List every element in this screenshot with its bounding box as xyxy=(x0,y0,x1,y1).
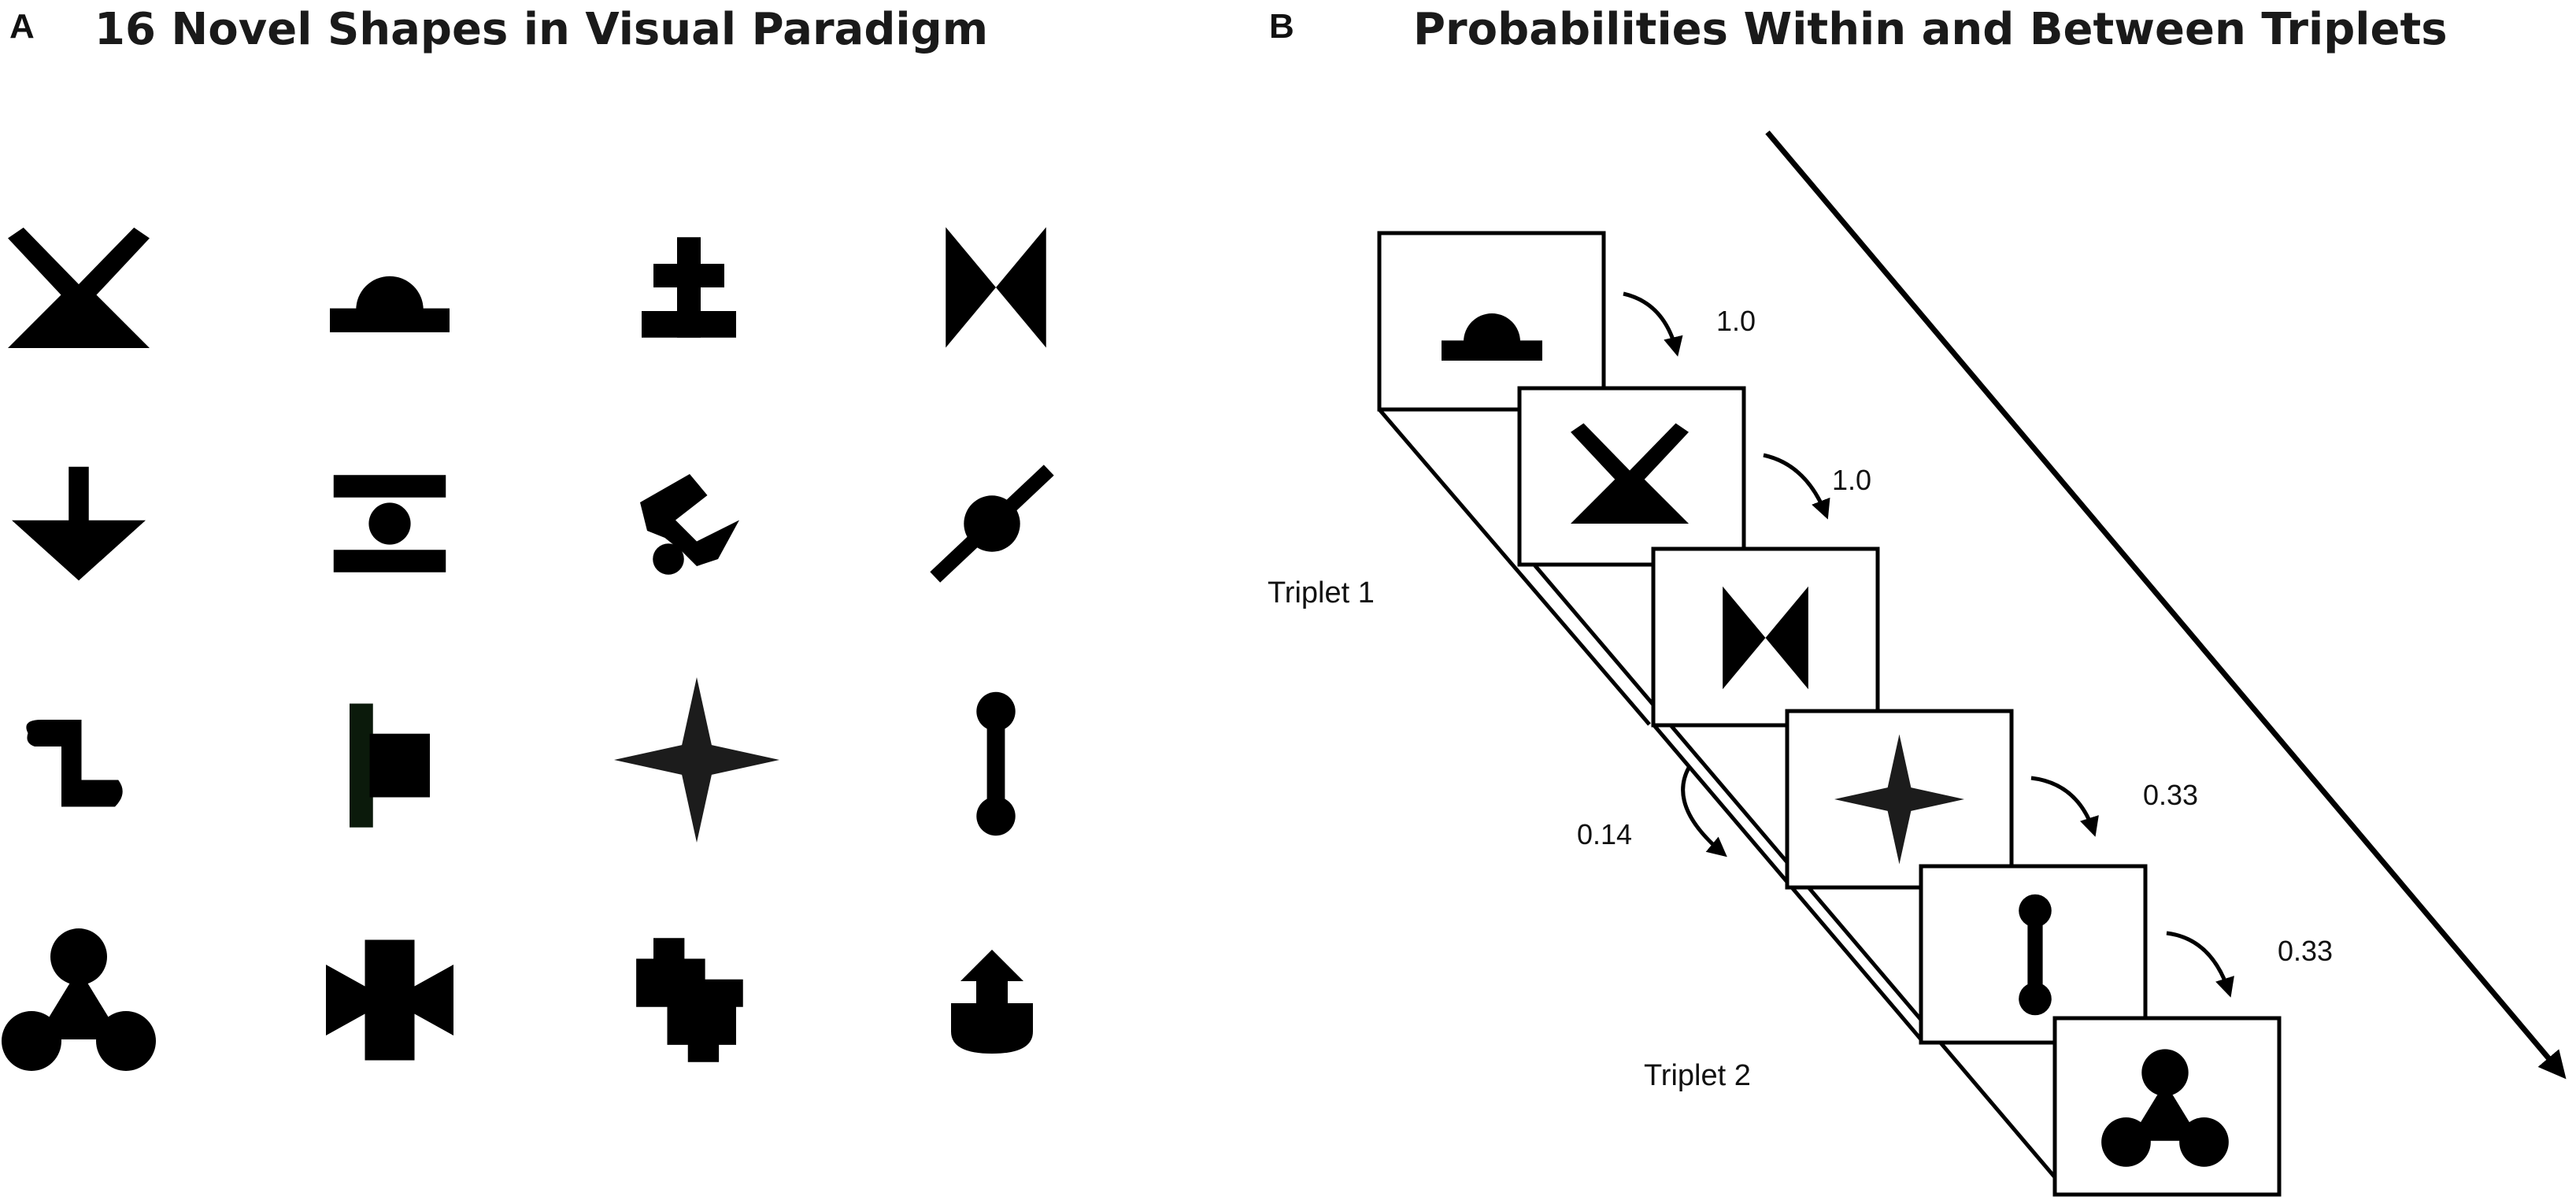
bird-shape xyxy=(640,474,739,575)
trefoil-shape xyxy=(2,928,156,1071)
arrow-cup-shape xyxy=(951,950,1033,1054)
cross-bowtie-shape xyxy=(326,939,453,1061)
double-cross-shape xyxy=(636,938,743,1062)
plus-stack-shape xyxy=(642,237,736,338)
prob-within-4: 0.33 xyxy=(2143,779,2198,811)
frame-stack xyxy=(1377,231,2282,1197)
triplet-2-label: Triplet 2 xyxy=(1644,1059,1751,1092)
x-cross-shape xyxy=(8,228,150,348)
bar-ball-bar-shape xyxy=(333,475,446,572)
four-point-star-shape xyxy=(614,677,779,843)
s-bend-shape xyxy=(26,720,123,807)
shape-grid xyxy=(2,227,1049,1071)
sequence-arrow xyxy=(1765,130,2567,1080)
panel-a-title: 16 Novel Shapes in Visual Paradigm xyxy=(94,4,988,55)
transition-arrows xyxy=(1623,291,2234,998)
post-block-shape xyxy=(350,703,430,828)
prob-within-1: 1.0 xyxy=(1716,305,1756,337)
diagonal-ball-shape xyxy=(935,470,1049,577)
panel-a-letter: A xyxy=(9,7,35,46)
prob-within-2: 1.0 xyxy=(1832,464,1871,496)
dumbbell-shape xyxy=(976,691,1016,836)
dome-shape xyxy=(330,276,450,332)
bowtie-shape xyxy=(946,227,1046,348)
down-arrow-shape xyxy=(12,466,146,581)
triplet-1-label: Triplet 1 xyxy=(1268,576,1375,609)
prob-between: 0.14 xyxy=(1577,818,1632,850)
panel-b-title: Probabilities Within and Between Triplet… xyxy=(1413,4,2448,55)
prob-within-5: 0.33 xyxy=(2278,935,2333,967)
panel-b-letter: B xyxy=(1269,7,1294,46)
frame-3 xyxy=(1651,546,1880,728)
